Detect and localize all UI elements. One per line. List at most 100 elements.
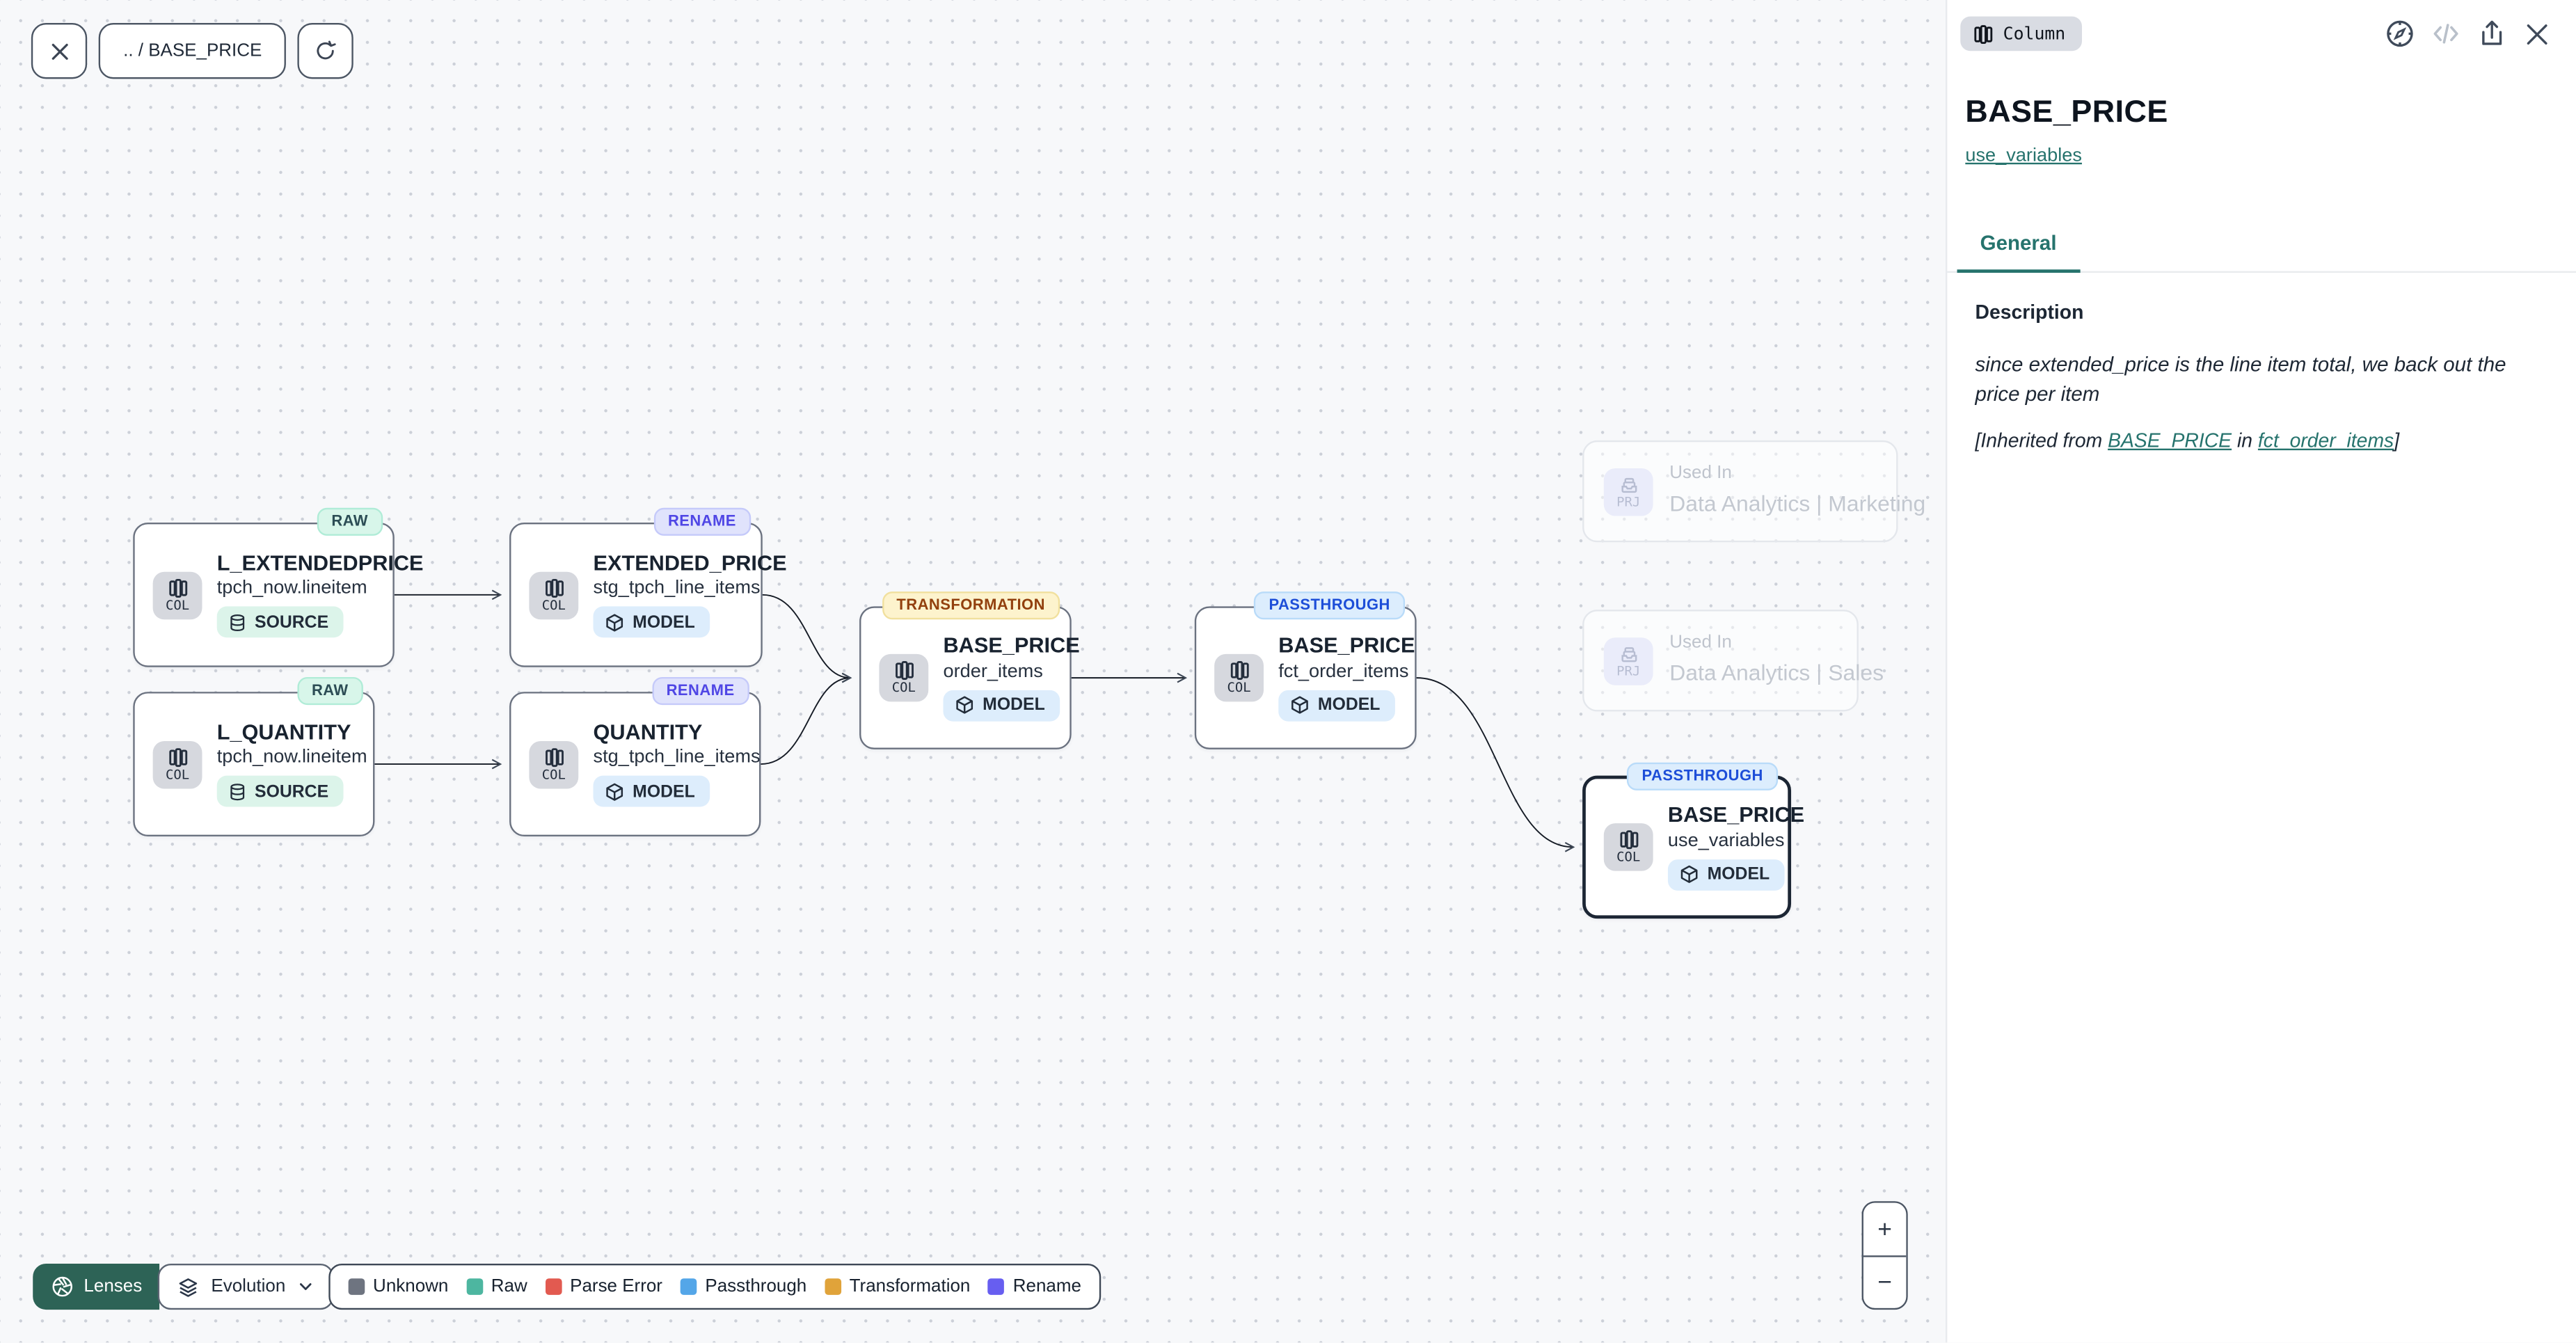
node-kind-label: MODEL: [1317, 695, 1381, 715]
node-subtitle: stg_tpch_line_items: [593, 748, 761, 768]
column-chip-label: COL: [891, 680, 916, 695]
edge-bp_fct-to-bp_use_vars: [1416, 677, 1575, 852]
used-in-name: Data Analytics | Marketing: [1669, 491, 1926, 517]
lens-selected-label: Evolution: [211, 1276, 286, 1297]
node-title: L_QUANTITY: [216, 719, 351, 744]
column-chip-label: COL: [165, 597, 190, 612]
legend-item: Rename: [988, 1277, 1081, 1296]
legend-label: Rename: [1012, 1276, 1081, 1297]
zoom-out-button[interactable]: −: [1863, 1255, 1907, 1308]
project-icon: [1621, 477, 1637, 492]
pill-icon-slot: [605, 613, 624, 633]
lineage-type-badge: TRANSFORMATION: [882, 590, 1060, 619]
column-chip-label: COL: [541, 766, 566, 781]
description-inherited: [Inherited from BASE_PRICE in fct_order_…: [1975, 429, 2547, 452]
lineage-type-badge: RAW: [296, 676, 363, 705]
node-title: BASE_PRICE: [1278, 633, 1415, 658]
node-kind-pill: MODEL: [1278, 690, 1395, 722]
refresh-icon: [317, 40, 337, 60]
model-cube-icon: [956, 697, 973, 715]
legend-item: Unknown: [348, 1277, 448, 1296]
pill-icon-slot: [955, 696, 974, 715]
node-subtitle: tpch_now.lineitem: [216, 748, 367, 768]
inherited-model-link[interactable]: fct_order_items: [2257, 429, 2394, 452]
close-panel-button[interactable]: [2522, 19, 2552, 49]
lineage-node-bp_use_vars[interactable]: PASSTHROUGH COL BASE_PRICE use_variables…: [1582, 761, 1804, 919]
lens-selector[interactable]: Evolution: [158, 1263, 333, 1310]
legend-item: Parse Error: [545, 1276, 662, 1297]
node-title: BASE_PRICE: [943, 633, 1080, 658]
used-in-node-used_in_sales[interactable]: PRJ Used In Data Analytics | Sales: [1582, 610, 1884, 712]
columns-icon: [544, 578, 563, 597]
columns-icon: [1974, 24, 1993, 43]
legend-swatch: [988, 1278, 1005, 1295]
column-chip: COL: [1603, 823, 1653, 871]
used-in-node-used_in_marketing[interactable]: PRJ Used In Data Analytics | Marketing: [1582, 440, 1925, 543]
lenses-label: Lenses: [84, 1276, 143, 1297]
explore-compass-button[interactable]: [2385, 18, 2416, 49]
inherited-prefix: [Inherited from: [1975, 429, 2108, 452]
lineage-node-extended_price[interactable]: RENAME COL EXTENDED_PRICE stg_tpch_line_…: [509, 507, 787, 667]
code-icon: [2433, 24, 2458, 44]
columns-icon: [168, 747, 186, 766]
node-subtitle: tpch_now.lineitem: [216, 579, 367, 599]
close-lineage-button[interactable]: [31, 23, 88, 79]
lineage-type-badge: RENAME: [653, 507, 752, 536]
legend-label: Raw: [491, 1276, 527, 1297]
columns-icon: [894, 661, 913, 680]
column-chip-label: COL: [541, 597, 566, 612]
node-title: EXTENDED_PRICE: [593, 549, 787, 575]
legend-item: Passthrough: [680, 1277, 806, 1296]
tab-general[interactable]: General: [1957, 218, 2080, 273]
project-chip-label: PRJ: [1616, 662, 1641, 678]
project-icon: [1621, 646, 1637, 662]
columns-icon: [1619, 830, 1638, 850]
column-chip: COL: [529, 740, 579, 788]
project-chip-label: PRJ: [1616, 493, 1641, 509]
node-kind-pill: MODEL: [593, 607, 710, 639]
panel-header: Column: [1947, 0, 2576, 51]
node-kind-pill: SOURCE: [216, 607, 344, 639]
legend-label: Parse Error: [570, 1276, 662, 1297]
used-in-name: Data Analytics | Sales: [1669, 661, 1884, 686]
pill-icon-slot: [228, 782, 246, 802]
model-cube-icon: [1291, 697, 1308, 715]
close-icon: [51, 42, 67, 59]
columns-icon: [168, 578, 186, 597]
database-icon: [230, 614, 245, 631]
lineage-canvas[interactable]: RAW COL L_EXTENDEDPRICE tpch_now.lineite…: [0, 0, 1946, 1343]
refresh-button[interactable]: [298, 23, 354, 79]
share-button[interactable]: [2476, 18, 2508, 49]
lineage-node-bp_fct[interactable]: PASSTHROUGH COL BASE_PRICE fct_order_ite…: [1194, 590, 1417, 749]
close-icon: [2527, 23, 2547, 44]
lineage-node-l_quantity[interactable]: RAW COL L_QUANTITY tpch_now.lineitem SOU…: [133, 676, 375, 837]
node-kind-label: MODEL: [1707, 864, 1770, 885]
inherited-column-link[interactable]: BASE_PRICE: [2108, 429, 2232, 452]
column-chip: COL: [152, 571, 202, 619]
edge-quantity-to-bp_order_items: [761, 672, 852, 765]
columns-icon: [544, 747, 563, 766]
legend-swatch: [348, 1278, 365, 1295]
lens-controls: Lenses Evolution: [33, 1263, 333, 1310]
zoom-in-button[interactable]: +: [1863, 1202, 1907, 1256]
pill-icon-slot: [1679, 865, 1699, 884]
lenses-button[interactable]: Lenses: [33, 1263, 161, 1310]
pill-icon-slot: [605, 782, 624, 802]
node-subtitle: fct_order_items: [1278, 662, 1409, 682]
lineage-node-l_extendedprice[interactable]: RAW COL L_EXTENDEDPRICE tpch_now.lineite…: [133, 507, 424, 667]
node-title: L_EXTENDEDPRICE: [216, 549, 424, 575]
legend-item: Transformation: [825, 1277, 970, 1296]
column-chip: COL: [879, 653, 929, 702]
legend-swatch: [825, 1278, 841, 1295]
breadcrumb[interactable]: .. / BASE_PRICE: [98, 23, 287, 79]
model-cube-icon: [606, 783, 623, 801]
lineage-node-bp_order_items[interactable]: TRANSFORMATION COL BASE_PRICE order_item…: [859, 590, 1080, 749]
project-chip: PRJ: [1603, 637, 1653, 685]
aperture-icon: [52, 1276, 72, 1297]
model-link[interactable]: use_variables: [1965, 146, 2082, 166]
lineage-node-quantity[interactable]: RENAME COL QUANTITY stg_tpch_line_items …: [509, 676, 761, 837]
node-kind-pill: SOURCE: [216, 776, 344, 808]
inherited-suffix: ]: [2394, 429, 2400, 452]
view-code-button[interactable]: [2431, 18, 2462, 49]
legend-swatch: [545, 1278, 562, 1295]
